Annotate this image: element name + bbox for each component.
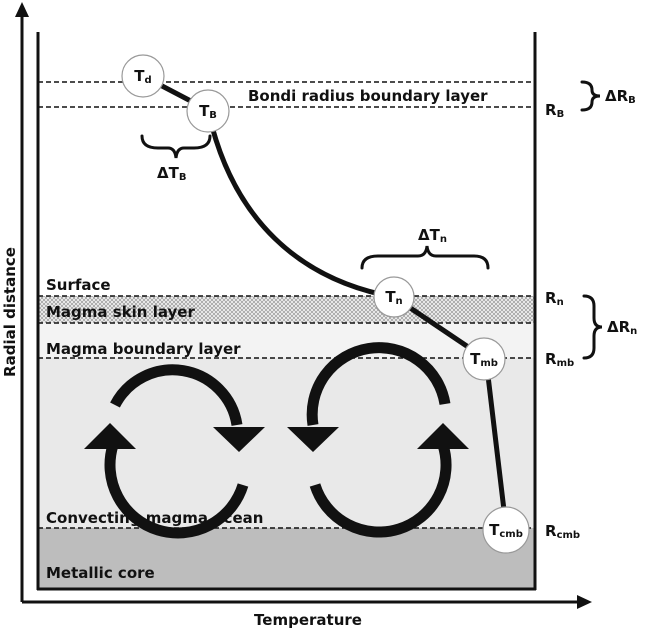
x-axis-label: Temperature: [254, 611, 362, 629]
node-td: Td: [121, 54, 165, 98]
delta-tn-brace: [360, 245, 490, 270]
node-tb: TB: [186, 89, 230, 133]
boundary-lines: [38, 81, 535, 529]
delta-rb-label: ΔRB: [605, 87, 636, 106]
radius-rmb-label: Rmb: [545, 350, 574, 369]
svg-text:Tcmb: Tcmb: [489, 521, 523, 540]
svg-text:Td: Td: [134, 67, 151, 86]
convection-arrows-left: [84, 364, 265, 539]
bondi-layer-label: Bondi radius boundary layer: [248, 87, 488, 105]
magma-skin-fill: [38, 296, 535, 323]
surface-label: Surface: [46, 276, 111, 294]
delta-tn-label: ΔTn: [418, 226, 447, 245]
magma-boundary-fill: [38, 323, 535, 358]
node-tn: Tn: [373, 276, 415, 318]
delta-tb-brace: [140, 134, 212, 159]
y-axis: [15, 2, 29, 602]
boundary-layer-label: Magma boundary layer: [46, 340, 241, 358]
metallic-core-label: Metallic core: [46, 564, 155, 582]
skin-layer-label: Magma skin layer: [46, 303, 195, 321]
braces: [140, 80, 603, 360]
container-walls: [36, 32, 537, 591]
node-tmb: Tmb: [462, 337, 506, 381]
radius-rcmb-label: Rcmb: [545, 522, 580, 541]
convection-arrows-right: [287, 342, 469, 538]
svg-text:TB: TB: [199, 102, 217, 121]
y-axis-label: Radial distance: [1, 247, 19, 377]
radius-rb-label: RB: [545, 101, 564, 120]
metallic-core-fill: [38, 528, 535, 589]
delta-tb-label: ΔTB: [157, 164, 186, 183]
radius-rn-label: Rn: [545, 289, 564, 308]
delta-rn-label: ΔRn: [607, 318, 637, 337]
x-axis: [22, 595, 592, 609]
delta-rn-brace: [582, 294, 603, 360]
delta-rb-brace: [580, 80, 601, 112]
node-tcmb: Tcmb: [482, 506, 530, 554]
svg-text:Tmb: Tmb: [470, 350, 498, 369]
svg-text:Tn: Tn: [385, 288, 402, 307]
